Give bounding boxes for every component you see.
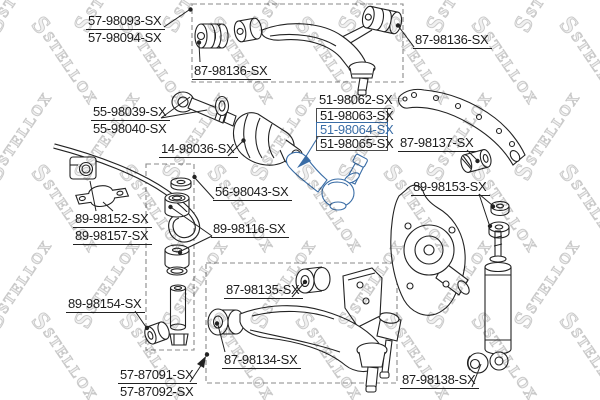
upper-control-arm-drawing [194,5,403,96]
part-label-87-98136-right: 87-98136-SX [413,33,493,49]
part-label-55-98040: 55-98040-SX [93,121,167,136]
part-label-87-98136-left: 87-98136-SX [192,64,272,80]
leader-dots [144,7,496,368]
part-label-87-98137: 87-98137-SX [398,136,478,152]
part-label-51-98063: 51-98063-SX [316,108,394,123]
part-label-51-98064-selected: 51-98064-SX [316,122,394,137]
part-label-87-98138: 87-98138-SX [400,373,480,389]
inner-tie-rod-drawing [171,91,237,127]
steering-knuckle-drawing [376,184,470,379]
part-label-57-87092: 57-87092-SX [120,384,194,399]
stabilizer-bushing-bracket-drawing [69,156,130,208]
leader-lines [89,7,496,388]
part-label-89-98116: 89-98116-SX [211,222,290,238]
shock-bushing-drawing [466,352,489,374]
link-bolt-bushing-drawing [144,321,170,345]
part-label-51-98065: 51-98065-SX [316,136,394,151]
upper-arm-dashed-box [191,3,404,83]
part-label-57-87091: 57-87091-SX [118,368,198,384]
part-label-14-98036: 14-98036-SX [159,142,239,158]
part-label-57-98094: 57-98094-SX [88,30,162,45]
part-label-57-98093: 57-98093-SX [86,14,166,30]
part-label-87-98134: 87-98134-SX [222,353,302,369]
shock-absorber-drawing [484,230,512,371]
part-label-56-98043: 56-98043-SX [213,185,293,201]
part-label-89-98157: 89-98157-SX [73,229,153,245]
part-label-51-98062: 51-98062-SX [317,92,393,109]
part-label-89-98153: 89-98153-SX [411,180,491,196]
part-label-55-98039: 55-98039-SX [91,105,171,121]
torsion-anchor-plate-drawing [398,88,526,166]
part-label-87-98135: 87-98135-SX [224,283,304,299]
anchor-bushing-drawing [460,149,492,173]
part-label-89-98154: 89-98154-SX [66,297,146,313]
stabilizer-link-dashed-box [145,163,195,351]
tie-rod-end-highlighted-drawing [285,151,368,211]
highlight-leader-line [297,136,319,168]
part-label-89-98152: 89-98152-SX [73,212,153,228]
lower-control-arm-drawing [207,266,388,393]
stabilizer-link-parts-drawing [144,177,192,346]
